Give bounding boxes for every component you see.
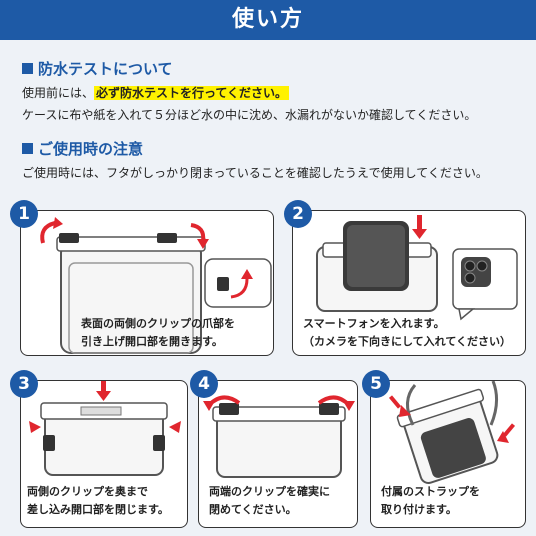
- step-2-number: 2: [284, 200, 312, 228]
- step-1-caption-line-2: 引き上げ開口部を開きます。: [81, 335, 223, 348]
- step-4-caption-line-1: 両端のクリップを確実に: [209, 485, 330, 498]
- waterproof-highlight: 必ず防水テストを行ってください。: [94, 86, 290, 100]
- square-bullet-icon: [22, 143, 33, 154]
- waterproof-title-text: 防水テストについて: [38, 60, 173, 78]
- waterproof-line-1: 使用前には、必ず防水テストを行ってください。: [22, 84, 290, 101]
- step-5-caption-line-2: 取り付けます。: [381, 503, 457, 516]
- waterproof-line-1-prefix: 使用前には、: [22, 86, 95, 100]
- step-5-caption-line-1: 付属のストラップを: [381, 485, 480, 498]
- caution-line-1: ご使用時には、フタがしっかり閉まっていることを確認したうえで使用してください。: [22, 166, 488, 180]
- step-4-card: 両端のクリップを確実に 閉めてください。: [198, 380, 358, 528]
- caution-section-title: ご使用時の注意: [22, 138, 143, 159]
- step-1-number: 1: [10, 200, 38, 228]
- step-3-caption-line-1: 両側のクリップを奥まで: [27, 485, 148, 498]
- step-3-illustration: [29, 381, 181, 476]
- waterproof-section-title: 防水テストについて: [22, 58, 173, 79]
- step-1-caption-line-1: 表面の両側のクリップの爪部を: [81, 317, 235, 330]
- step-1-card: 表面の両側のクリップの爪部を 引き上げ開口部を開きます。: [20, 210, 274, 356]
- step-3-number: 3: [10, 370, 38, 398]
- step-4-number: 4: [190, 370, 218, 398]
- step-1-illustration: [40, 217, 272, 354]
- step-4-caption-line-2: 閉めてください。: [209, 503, 297, 516]
- step-5-illustration: [388, 381, 516, 484]
- square-bullet-icon: [22, 63, 33, 74]
- step-3-card: 両側のクリップを奥まで 差し込み開口部を閉じます。: [20, 380, 188, 528]
- step-2-caption-line-1: スマートフォンを入れます。: [303, 317, 445, 330]
- caution-title-text: ご使用時の注意: [38, 140, 144, 158]
- step-5-number: 5: [362, 370, 390, 398]
- step-2-caption-line-2: （カメラを下向きにして入れてください）: [303, 335, 512, 348]
- page-title: 使い方: [0, 0, 536, 40]
- step-2-card: スマートフォンを入れます。 （カメラを下向きにして入れてください）: [292, 210, 526, 356]
- step-3-caption-line-2: 差し込み開口部を閉じます。: [27, 503, 169, 516]
- step-5-card: 付属のストラップを 取り付けます。: [370, 380, 526, 528]
- step-2-illustration: [316, 215, 518, 321]
- step-4-illustration: [203, 395, 355, 478]
- waterproof-line-2: ケースに布や紙を入れて５分ほど水の中に沈め、水漏れがないか確認してください。: [22, 108, 477, 122]
